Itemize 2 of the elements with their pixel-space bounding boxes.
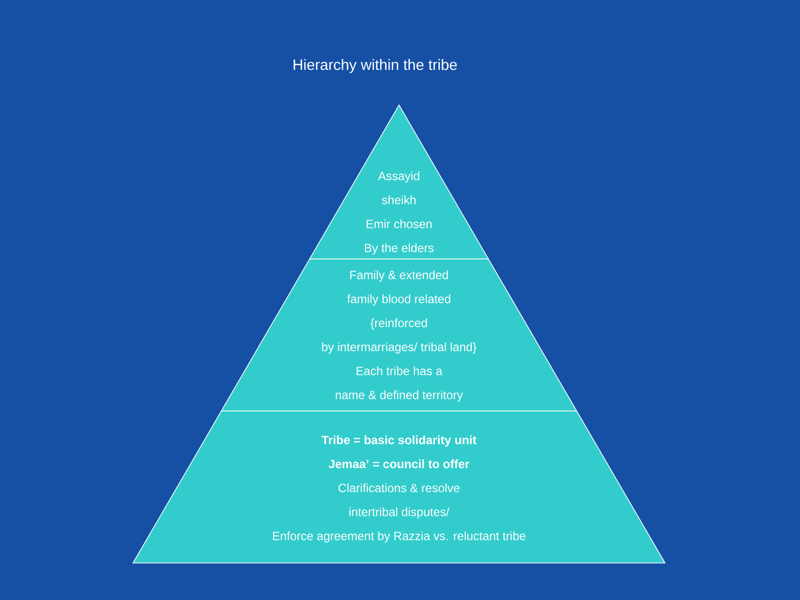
title: Hierarchy within the tribe <box>294 59 457 73</box>
pyramid-level: Family & extended family blood related {reinforced by intermarriages/ tribal land} Each tribe has a name & defined territory <box>220 258 578 412</box>
